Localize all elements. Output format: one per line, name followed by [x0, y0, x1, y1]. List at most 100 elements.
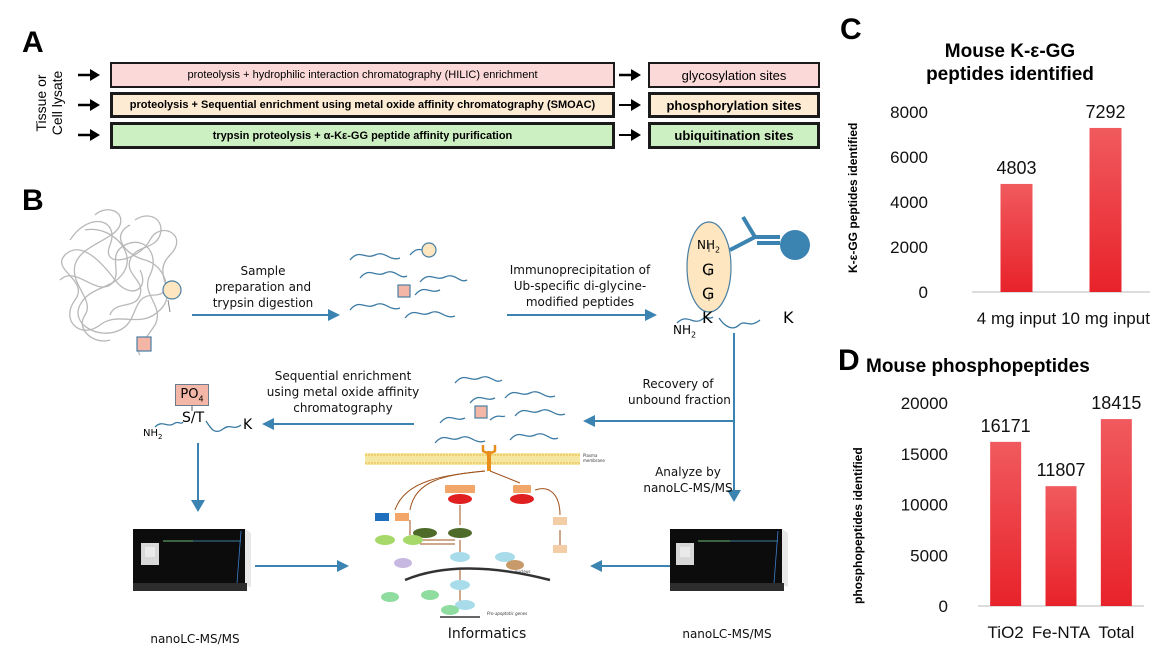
result-text: glycosylation sites — [681, 67, 787, 83]
arrow-down-icon — [191, 500, 205, 512]
modification-square-icon — [474, 405, 488, 419]
y-tick-label: 5000 — [910, 546, 948, 565]
result-text: ubiquitination sites — [674, 128, 794, 143]
bar-tio2 — [990, 441, 1022, 606]
panel-c-letter: C — [840, 13, 862, 46]
n-terminus-label: NH2 — [673, 323, 697, 340]
signaling-pathway-diagram: Plasma membrane nucleus Pro-apoptotic ge… — [365, 445, 605, 618]
y-tick-label: 0 — [919, 283, 928, 302]
x-tick-label: TiO2 — [988, 623, 1024, 642]
modification-circle-icon — [421, 242, 437, 258]
bar-fe-nta — [1045, 486, 1077, 606]
data-label: 7292 — [1085, 102, 1125, 122]
lysine-c-term-label: K — [783, 308, 794, 327]
y-tick-label: 4000 — [890, 193, 928, 212]
x-tick-label: Total — [1098, 623, 1134, 642]
chart-d-title: Mouse phosphopeptides — [866, 356, 1090, 377]
svg-text:membrane: membrane — [583, 458, 605, 463]
y-tick-label: 8000 — [890, 103, 928, 122]
result-text: phosphorylation sites — [666, 97, 802, 113]
arrowhead-icon — [328, 309, 340, 321]
tissue-label: Tissue or Cell lysate — [33, 58, 65, 148]
chart-d-y-axis-title: phosphopeptides identified — [851, 447, 865, 604]
kgg-antibody-illustration — [676, 215, 810, 329]
flow-arrow-left — [590, 560, 670, 572]
chart-c-y-axis-title: K-ε-GG peptides identified — [846, 122, 860, 273]
modification-square-icon — [397, 284, 411, 298]
flow-line-vertical — [733, 333, 735, 493]
flow-line-vertical — [197, 443, 199, 503]
y-tick-label: 6000 — [890, 148, 928, 167]
x-tick-label: Fe-NTA — [1032, 623, 1091, 642]
method-box-kgg: trypsin proteolysis + α-Kε-GG peptide af… — [110, 122, 615, 149]
panel-a-letter: A — [22, 26, 44, 59]
arrow-right-icon — [78, 99, 100, 111]
flow-arrow-right — [192, 309, 340, 321]
ms-right-label: nanoLC-MS/MS — [682, 627, 772, 641]
arrow-right-icon — [619, 69, 641, 81]
bar-total — [1100, 419, 1132, 606]
digested-peptides-illustration — [349, 242, 468, 319]
diglycine-remnant-icon — [686, 221, 732, 313]
protein-tangle-illustration — [59, 209, 182, 356]
y-tick-label: 2000 — [890, 238, 928, 257]
glycine-2-label: G — [702, 284, 715, 303]
unbound-peptides-illustration — [434, 376, 566, 444]
method-text: proteolysis + hydrophilic interaction ch… — [187, 69, 538, 81]
method-box-smoac: proteolysis + Sequential enrichment usin… — [110, 92, 615, 118]
lysine-label: K — [243, 417, 253, 433]
glycine-1-label: G — [702, 260, 715, 279]
arrowhead-icon — [583, 415, 595, 427]
arrowhead-icon — [590, 560, 602, 572]
data-label: 16171 — [981, 416, 1031, 436]
arrow-right-icon — [78, 69, 100, 81]
tissue-label-line2: Cell lysate — [49, 70, 65, 136]
flow-arrow-left — [262, 418, 414, 430]
informatics-label: Informatics — [447, 626, 527, 642]
modification-circle-icon — [162, 280, 182, 300]
arrow-right-icon — [619, 99, 641, 111]
phosphate-group-box: PO4 — [175, 384, 209, 406]
bead-icon — [780, 230, 810, 260]
x-tick-label: 10 mg input — [1061, 309, 1150, 328]
mass-spectrometer-left-icon — [133, 529, 251, 591]
mass-spectrometer-right-icon — [670, 529, 788, 591]
data-label: 4803 — [996, 158, 1036, 178]
y-tick-label: 0 — [939, 597, 948, 616]
modification-square-icon — [136, 336, 152, 352]
antibody-icon — [729, 215, 780, 252]
y-tick-label: 20000 — [901, 394, 948, 413]
nuclear-envelope — [404, 567, 551, 582]
lysine-label: K — [702, 308, 713, 327]
chart-c: 0 2000 4000 6000 8000 4803 4 mg input 7292 10 mg… — [890, 102, 1150, 328]
plasma-membrane — [365, 453, 580, 465]
ms-left-label: nanoLC-MS/MS — [150, 632, 240, 646]
input-arrows — [78, 69, 100, 141]
result-box-ubiquitination: ubiquitination sites — [648, 122, 820, 149]
method-text: proteolysis + Sequential enrichment usin… — [129, 99, 596, 111]
bar-10-mg-input — [1089, 127, 1122, 293]
arrow-right-icon — [619, 129, 641, 141]
method-box-hilic: proteolysis + hydrophilic interaction ch… — [110, 62, 615, 88]
flow-arrow-left — [583, 415, 734, 427]
result-box-glycosylation: glycosylation sites — [648, 62, 820, 88]
arrowhead-icon — [262, 418, 274, 430]
y-tick-label: 15000 — [901, 445, 948, 464]
result-box-phosphorylation: phosphorylation sites — [648, 92, 820, 118]
x-tick-label: 4 mg input — [977, 309, 1057, 328]
panel-d-letter: D — [838, 344, 860, 377]
output-arrows — [619, 69, 641, 141]
y-tick-label: 10000 — [901, 496, 948, 515]
panel-b-letter: B — [22, 184, 44, 217]
method-text: trypsin proteolysis + α-Kε-GG peptide af… — [212, 129, 513, 142]
flow-arrow-right — [507, 309, 657, 321]
data-label: 18415 — [1091, 393, 1141, 413]
serine-threonine-label: S/T — [182, 410, 205, 426]
arrowhead-icon — [645, 309, 657, 321]
